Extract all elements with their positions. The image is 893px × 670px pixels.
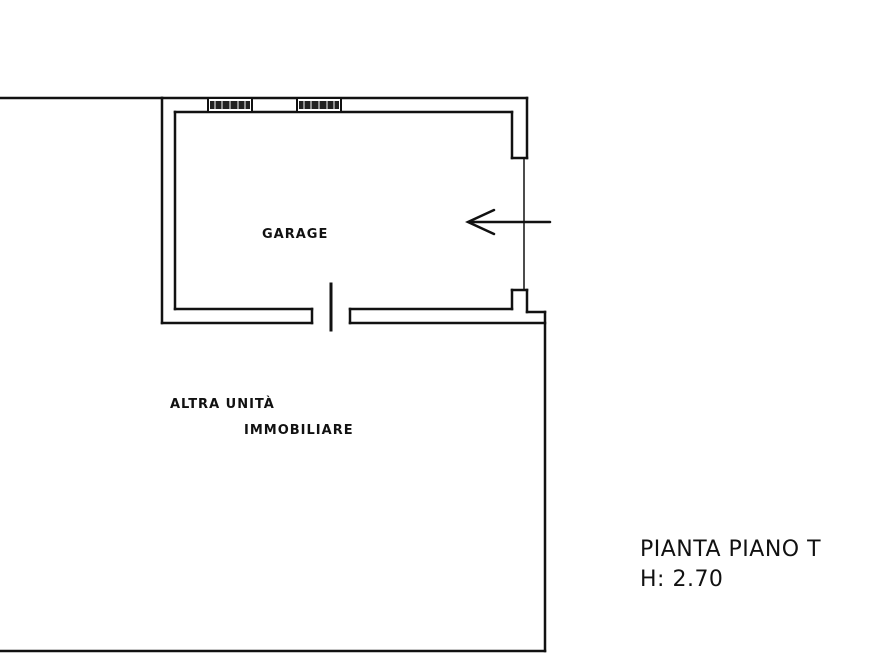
- sheet-title-line2: H: 2.70: [640, 567, 723, 592]
- walls: [0, 96, 547, 653]
- other-unit-label-line2: IMMOBILIARE: [244, 423, 354, 438]
- entrance-arrow-icon: [465, 208, 552, 236]
- other-unit-label-line1: ALTRA UNITÀ: [170, 396, 275, 412]
- sheet-title-line1: PIANTA PIANO T: [640, 537, 821, 562]
- windows: [207, 97, 342, 113]
- window-icon: [296, 97, 342, 113]
- window-icon: [207, 97, 253, 113]
- garage-label: GARAGE: [262, 227, 328, 242]
